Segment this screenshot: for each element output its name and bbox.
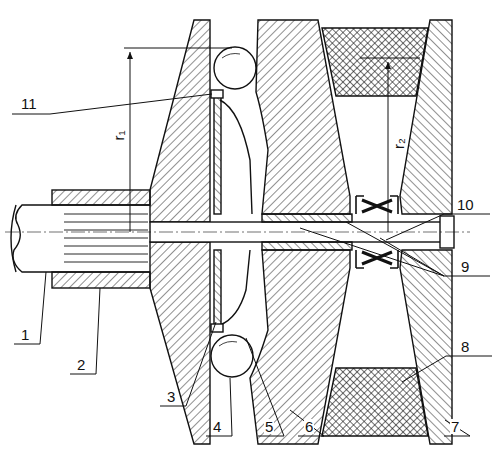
callout-number: 5 <box>264 419 274 434</box>
callout-number: 11 <box>20 96 38 111</box>
dimension-label: r₂ <box>391 137 406 150</box>
callout-number: 10 <box>456 197 475 212</box>
dimension-label: r₁ <box>111 129 126 141</box>
callout-number: 3 <box>166 389 176 404</box>
callout-number: 4 <box>212 419 222 434</box>
callout-number: 8 <box>460 339 470 354</box>
callout-number: 1 <box>20 327 30 342</box>
callout-number: 2 <box>76 357 86 372</box>
callout-number: 9 <box>460 259 470 274</box>
callout-number: 6 <box>304 419 314 434</box>
callout-number: 7 <box>450 419 460 434</box>
